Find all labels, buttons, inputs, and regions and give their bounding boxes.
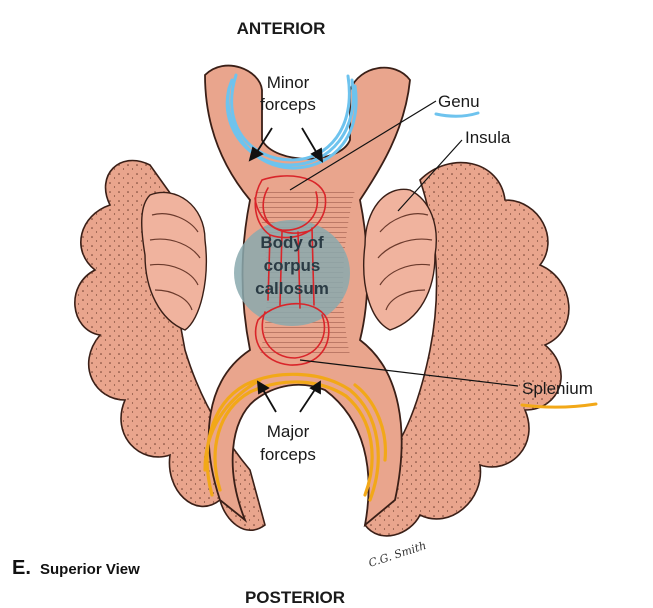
posterior-label: POSTERIOR bbox=[245, 588, 345, 607]
anterior-label: ANTERIOR bbox=[237, 19, 326, 38]
caption-text: Superior View bbox=[40, 561, 140, 578]
minor-forceps-highlight bbox=[225, 73, 358, 170]
insula-right bbox=[363, 188, 437, 331]
body-scribble bbox=[254, 175, 330, 366]
body-label-line3: callosum bbox=[255, 279, 329, 298]
insula-label: Insula bbox=[465, 128, 511, 147]
minor-forceps-arrows bbox=[248, 127, 324, 163]
major-forceps-label-line1: Major bbox=[267, 422, 310, 441]
genu-label: Genu bbox=[438, 92, 480, 111]
major-forceps-arrows bbox=[256, 380, 321, 413]
body-label-line2: corpus bbox=[264, 256, 321, 275]
artist-signature: C.G. Smith bbox=[367, 539, 428, 570]
genu-underline bbox=[434, 111, 480, 118]
body-label-line1: Body of bbox=[260, 233, 324, 252]
leader-lines bbox=[289, 100, 519, 387]
splenium-label: Splenium bbox=[522, 379, 593, 398]
body-overlay bbox=[234, 220, 350, 326]
major-forceps-label-line2: forceps bbox=[260, 445, 316, 464]
minor-forceps-label-line1: Minor bbox=[267, 73, 310, 92]
caption-letter: E. bbox=[12, 557, 31, 579]
insula-left bbox=[141, 191, 207, 331]
right-hemisphere bbox=[364, 161, 570, 537]
major-forceps-highlight bbox=[203, 372, 388, 502]
splenium-underline bbox=[520, 402, 598, 409]
minor-forceps-label-line2: forceps bbox=[260, 95, 316, 114]
